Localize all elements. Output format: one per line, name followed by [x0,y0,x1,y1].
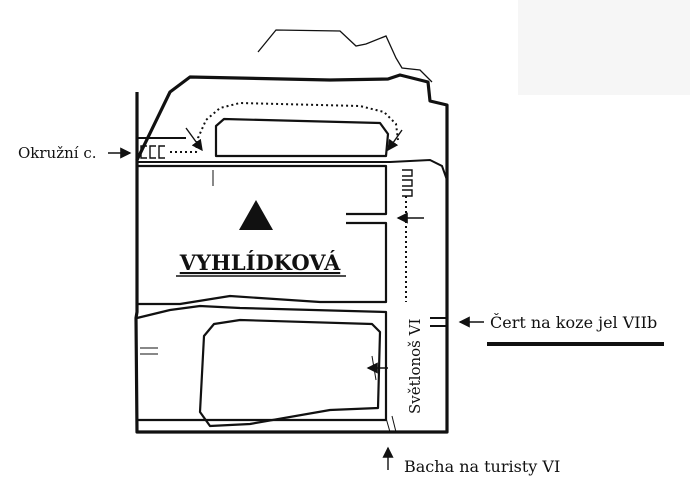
okruzni-route-line [170,101,399,153]
lower-inner-block [198,318,382,428]
bottom-crack [385,415,397,433]
triangle-icon [239,200,273,230]
middle-block [137,164,388,306]
background-shade [518,0,690,95]
arrow-icon-upper-left [185,127,203,152]
arrow-icon-upper-right [387,129,403,152]
peak-name: VYHLÍDKOVÁ [179,250,341,275]
background-rock-contour [257,29,433,83]
lower-block-tick [371,355,377,381]
piton-icon-group-left [140,145,165,159]
lower-outer-block [136,304,388,422]
upper-block [214,117,390,158]
cert-route-marks [430,317,448,327]
rock-block-outline [134,73,449,434]
route-label-svetlonos: Světlonoš VI [406,319,424,414]
route-label-okruzni: Okružní c. [18,144,97,162]
route-label-cert: Čert na koze jel VIIb [490,312,657,332]
route-label-bacha: Bacha na turisty VI [404,457,560,476]
okruzni-ledge [137,137,448,181]
piton-icon-group-right [402,169,413,197]
left-wall-marks [140,347,158,355]
